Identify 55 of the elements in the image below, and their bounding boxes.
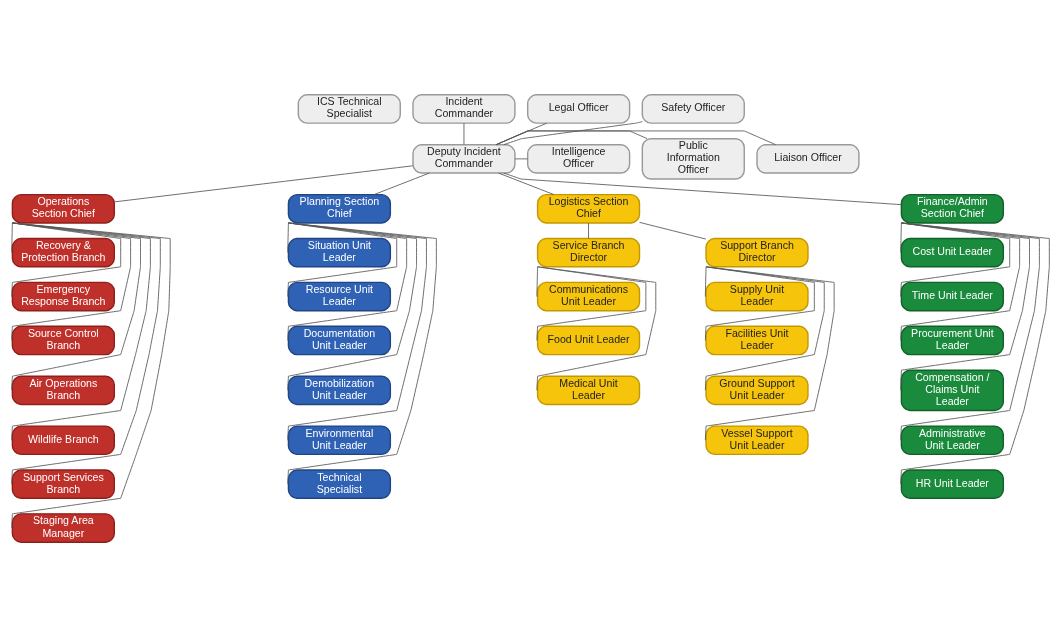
connector: [536, 265, 538, 297]
connector: [463, 122, 465, 145]
node-box: Finance/Admin Section Chief: [900, 193, 1005, 224]
connector: [900, 222, 902, 253]
node-box: Administrative Unit Leader: [900, 424, 1005, 455]
node-box: Legal Officer: [526, 93, 631, 124]
node-box: Food Unit Leader: [536, 325, 641, 355]
node-box: HR Unit Leader: [900, 468, 1005, 499]
node-box: Compensation / Claims Unit Leader: [900, 368, 1005, 411]
node-box: Logistics Section Chief: [536, 193, 641, 224]
node-box: Medical Unit Leader: [536, 375, 641, 405]
connector: [588, 222, 589, 239]
node-box: Staging Area Manager: [11, 512, 115, 543]
node-box: ICS Technical Specialist: [297, 93, 401, 124]
node-box: Intelligence Officer: [526, 143, 631, 174]
node-box: Operations Section Chief: [11, 193, 115, 224]
node-box: Emergency Response Branch: [11, 281, 115, 311]
node-box: Facilities Unit Leader: [705, 325, 809, 355]
node-box: Deputy Incident Commander: [412, 143, 516, 174]
node-box: Recovery & Protection Branch: [11, 237, 115, 268]
node-box: Incident Commander: [412, 93, 516, 124]
node-box: Situation Unit Leader: [287, 237, 392, 268]
connector: [704, 265, 707, 297]
node-box: Communications Unit Leader: [536, 281, 641, 311]
node-box: Time Unit Leader: [900, 281, 1005, 311]
node-box: Support Services Branch: [11, 468, 115, 499]
node-box: Wildlife Branch: [11, 424, 115, 455]
node-box: Air Operations Branch: [11, 375, 115, 405]
node-box: Demobilization Unit Leader: [287, 375, 392, 405]
node-box: Liaison Officer: [756, 143, 860, 174]
node-box: Safety Officer: [641, 93, 745, 124]
connector: [287, 222, 289, 253]
node-box: Supply Unit Leader: [705, 281, 809, 311]
connector: [503, 120, 643, 145]
node-box: Support Branch Director: [705, 237, 809, 268]
node-box: Ground Support Unit Leader: [705, 375, 809, 405]
connector: [514, 157, 528, 159]
node-box: Procurement Unit Leader: [900, 325, 1005, 355]
node-box: Environmental Unit Leader: [287, 424, 392, 455]
connector: [639, 221, 707, 239]
connector: [503, 172, 902, 205]
node-box: Technical Specialist: [287, 468, 392, 499]
node-box: Documentation Unit Leader: [287, 325, 392, 355]
node-box: Service Branch Director: [536, 237, 641, 268]
connector: [11, 222, 13, 253]
node-box: Resource Unit Leader: [287, 281, 392, 311]
node-box: Source Control Branch: [11, 325, 115, 355]
connector: [498, 172, 555, 195]
node-box: Planning Section Chief: [287, 193, 392, 224]
connector: [495, 130, 776, 145]
connector: [114, 164, 414, 202]
node-box: Cost Unit Leader: [900, 237, 1005, 268]
node-box: Public Information Officer: [641, 137, 745, 180]
connector: [373, 172, 430, 195]
node-box: Vessel Support Unit Leader: [705, 424, 809, 455]
